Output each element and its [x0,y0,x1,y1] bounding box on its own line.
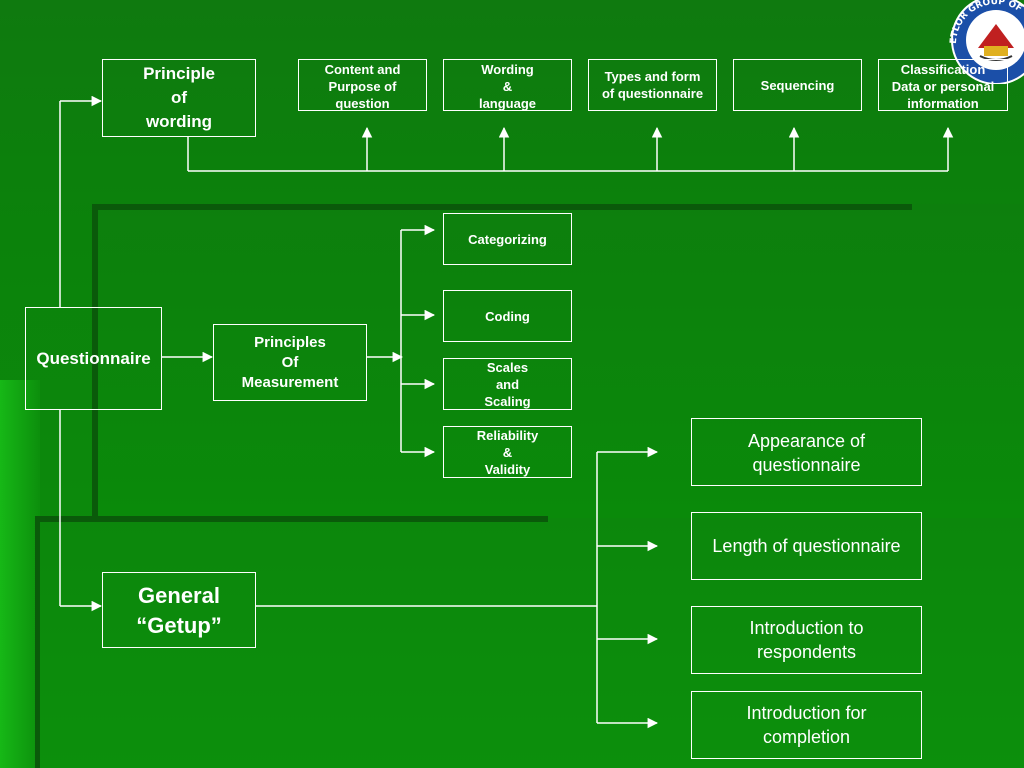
wording-item-sequencing: Sequencing [733,59,862,111]
wording-item-content-purpose: Content and Purpose of question [298,59,427,111]
wording-item-wording-language: Wording & language [443,59,572,111]
panel-shadow-left [92,204,98,520]
general-getup-node: General “Getup” [102,572,256,648]
questionnaire-node: Questionnaire [25,307,162,410]
background-panel-middle [92,204,1024,520]
background-glow [0,380,40,768]
background-panel-lower [35,518,1024,768]
panel-shadow-top [92,204,912,210]
measurement-item-coding: Coding [443,290,572,342]
wording-item-types-form: Types and form of questionnaire [588,59,717,111]
principles-of-measurement-node: Principles Of Measurement [213,324,367,401]
getup-item-introduction-completion: Introduction for completion [691,691,922,759]
getup-item-appearance: Appearance of questionnaire [691,418,922,486]
measurement-item-categorizing: Categorizing [443,213,572,265]
panel-shadow-lower-top [35,516,548,522]
measurement-item-scales-scaling: Scales and Scaling [443,358,572,410]
principle-of-wording-node: Principle of wording [102,59,256,137]
college-crest-icon: ETLOR GROUP OF COLLE [949,0,1024,84]
getup-item-length: Length of questionnaire [691,512,922,580]
measurement-item-reliability-validity: Reliability & Validity [443,426,572,478]
wording-item-classification: Classification Data or personal informat… [878,59,1008,111]
panel-shadow-lower-left [35,516,40,768]
getup-item-introduction-respondents: Introduction to respondents [691,606,922,674]
